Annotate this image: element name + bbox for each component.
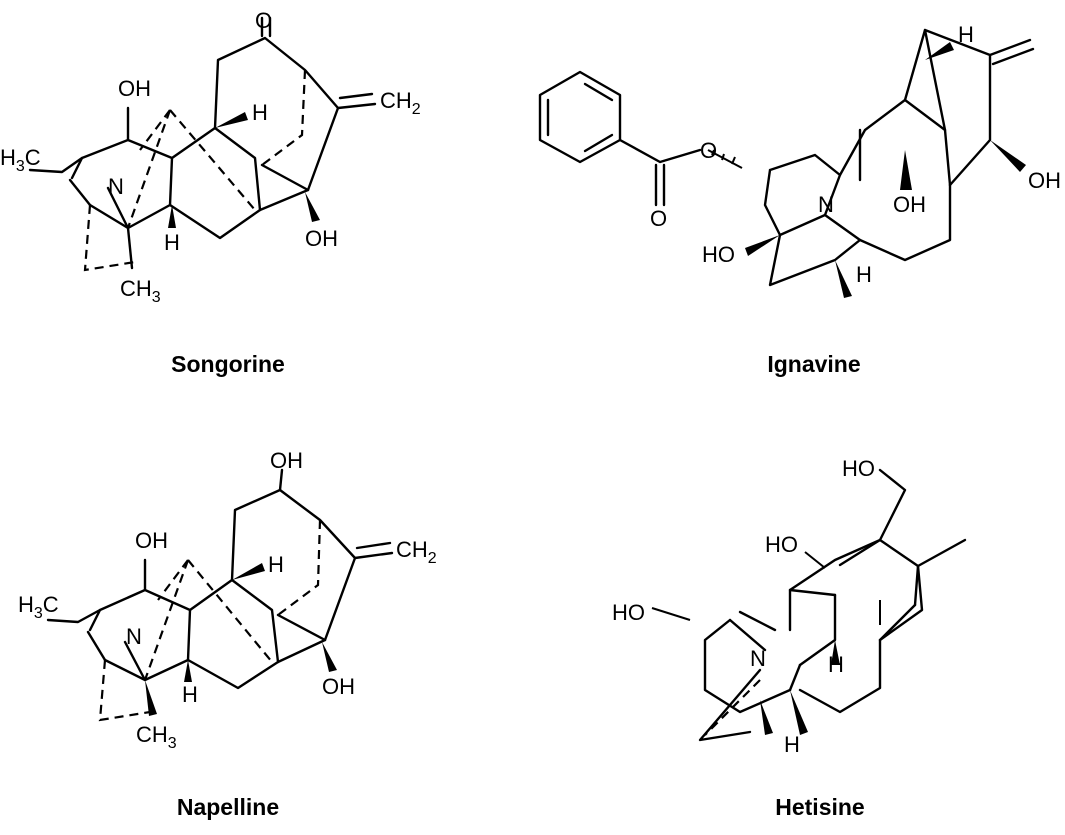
ignavine-oh-center-label: OH (893, 192, 926, 217)
ignavine-oh-left-label: HO (702, 242, 735, 267)
songorine-nitrogen-label: N (108, 174, 124, 199)
napelline-oh-lower-label: OH (322, 674, 355, 699)
ignavine-h-top-label: H (958, 22, 974, 47)
napelline-oh-left-label: OH (135, 528, 168, 553)
napelline-name: Napelline (177, 794, 279, 820)
songorine-h-ring-label: H (252, 100, 268, 125)
ignavine-carbonyl-o-label: O (650, 206, 667, 231)
napelline-methylene-label: CH2 (396, 537, 437, 567)
hetisine-oh-left-label: HO (612, 600, 645, 625)
napelline-nitrogen-label: N (126, 624, 142, 649)
songorine-oh-top-label: OH (118, 76, 151, 101)
songorine-structure: O OH CH2 H H3C N H OH CH3 Songorine (0, 8, 421, 377)
songorine-oh-lower-label: OH (305, 226, 338, 251)
ignavine-h-lower-label: H (856, 262, 872, 287)
ignavine-structure: O O H OH N OH HO H Ignavine (538, 22, 1061, 377)
hetisine-oh-top-label: HO (842, 456, 875, 481)
napelline-methyl-bottom-label: CH3 (136, 722, 177, 752)
ignavine-oh-right-label: OH (1028, 168, 1061, 193)
songorine-name: Songorine (171, 351, 285, 377)
ignavine-name: Ignavine (767, 351, 860, 377)
napelline-structure: OH OH CH2 H H3C N H OH CH3 Napelline (18, 448, 437, 820)
songorine-oxo-label: O (255, 8, 272, 33)
napelline-h-lower-label: H (182, 682, 198, 707)
songorine-h-lower-label: H (164, 230, 180, 255)
ignavine-nitrogen-label: N (818, 192, 834, 217)
hetisine-h-lower-label: H (784, 732, 800, 757)
napelline-h-ring-label: H (268, 552, 284, 577)
napelline-oh-top-label: OH (270, 448, 303, 473)
napelline-methyl-left-label: H3C (18, 592, 59, 622)
songorine-methyl-left-label: H3C (0, 145, 41, 175)
hetisine-oh-mid-label: HO (765, 532, 798, 557)
songorine-methyl-bottom-label: CH3 (120, 276, 161, 306)
hetisine-h-center-label: H (828, 652, 844, 677)
songorine-methylene-label: CH2 (380, 88, 421, 118)
hetisine-structure: HO HO HO N H H Hetisine (612, 456, 967, 820)
hetisine-nitrogen-label: N (750, 646, 766, 671)
hetisine-name: Hetisine (775, 794, 864, 820)
ignavine-ester-o-label: O (700, 138, 717, 163)
